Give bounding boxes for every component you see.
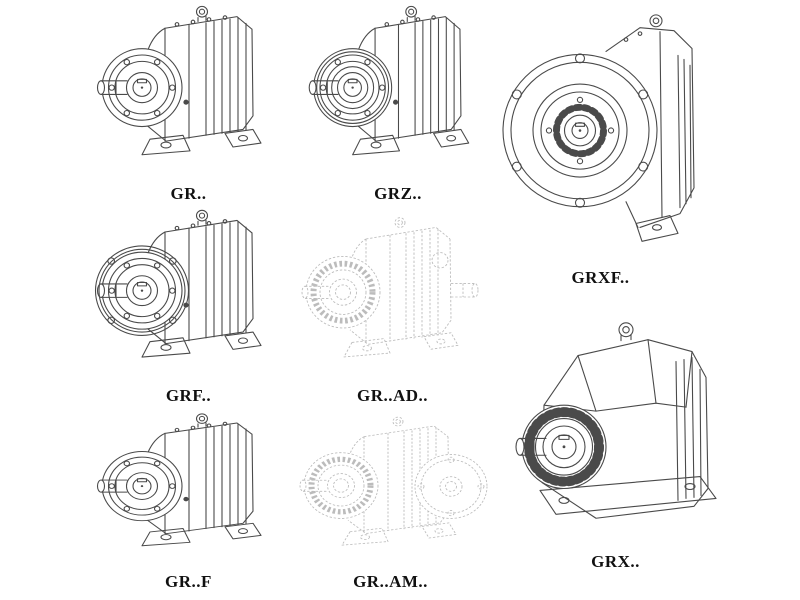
product-cell-grz: GRZ.. [298,2,498,204]
product-label-grxf: GRXF.. [571,268,630,287]
grf-flange-gear-unit-drawing [94,209,262,358]
product-cell-gr-f: GR..F [86,410,291,592]
product-cell-gr: GR.. [86,2,291,204]
grx-gear-unit-drawing [515,322,717,519]
grz-gear-unit-drawing [308,5,470,156]
product-label-gr-am: GR..AM.. [353,572,428,591]
product-label-gr-f: GR..F [165,572,212,591]
gr-gear-unit-drawing [96,5,262,156]
product-label-grz: GRZ.. [374,184,422,203]
gr-am-motor-adapter-unit-drawing [288,410,488,570]
product-cell-grxf: GRXF.. [488,4,713,288]
product-label-gr: GR.. [170,184,207,203]
product-label-grf: GRF.. [165,386,212,405]
grxf-flange-gear-unit-drawing [502,14,695,242]
product-cell-grf: GRF.. [86,206,291,406]
gr-f-gear-unit-drawing [96,413,262,547]
product-label-grx: GRX.. [591,552,640,571]
product-cell-gr-ad: GR..AD.. [290,210,495,406]
product-label-gr-ad: GR..AD.. [356,386,429,405]
product-cell-grx: GRX.. [498,300,733,572]
gr-ad-adapter-unit-drawing [290,210,479,384]
product-cell-gr-am: GR..AM.. [288,410,493,592]
